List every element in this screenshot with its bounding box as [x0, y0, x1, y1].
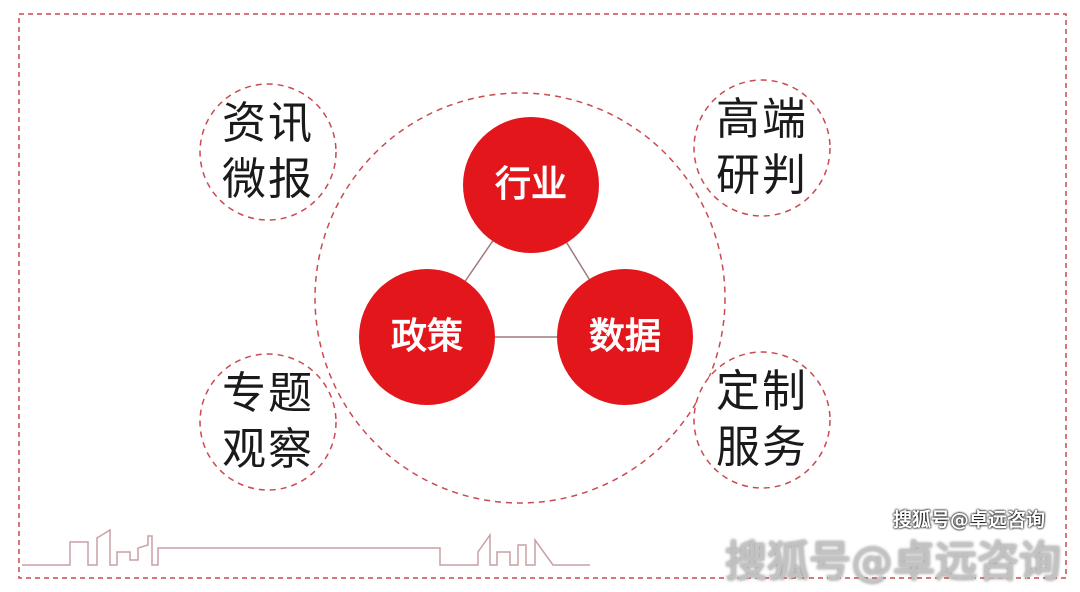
watermark-small: 搜狐号@卓远咨询: [893, 509, 1046, 531]
service-label-analysis: 高端 研判: [692, 92, 832, 204]
service-label-line: 定制: [716, 366, 808, 417]
service-label-line: 研判: [716, 150, 808, 201]
service-label-line: 服务: [716, 422, 808, 473]
core-label-data: 数据: [588, 316, 661, 357]
service-circle-top-left: [199, 83, 337, 221]
core-circle-industry: [463, 117, 599, 253]
service-label-line: 观察: [222, 424, 314, 475]
service-label-topics: 专题 观察: [198, 366, 338, 478]
service-circle-bottom-left: [199, 353, 337, 491]
service-circle-top-right: [693, 79, 831, 217]
watermark-large: 搜狐号@卓远咨询: [725, 537, 1062, 586]
core-circle-policy: [359, 269, 495, 405]
service-circle-bottom-right: [693, 351, 831, 489]
city-skyline: [22, 528, 590, 566]
service-label-line: 微报: [222, 154, 314, 205]
service-label-line: 资讯: [222, 98, 314, 149]
service-label-news: 资讯 微报: [198, 96, 338, 208]
core-label-industry: 行业: [494, 164, 567, 205]
service-label-line: 专题: [222, 368, 314, 419]
service-label-custom: 定制 服务: [692, 364, 832, 476]
outer-dashed-frame: [18, 13, 1067, 579]
core-label-policy: 政策: [390, 316, 463, 357]
core-circle-data: [557, 269, 693, 405]
central-dashed-circle: [314, 92, 726, 504]
service-label-line: 高端: [716, 94, 808, 145]
